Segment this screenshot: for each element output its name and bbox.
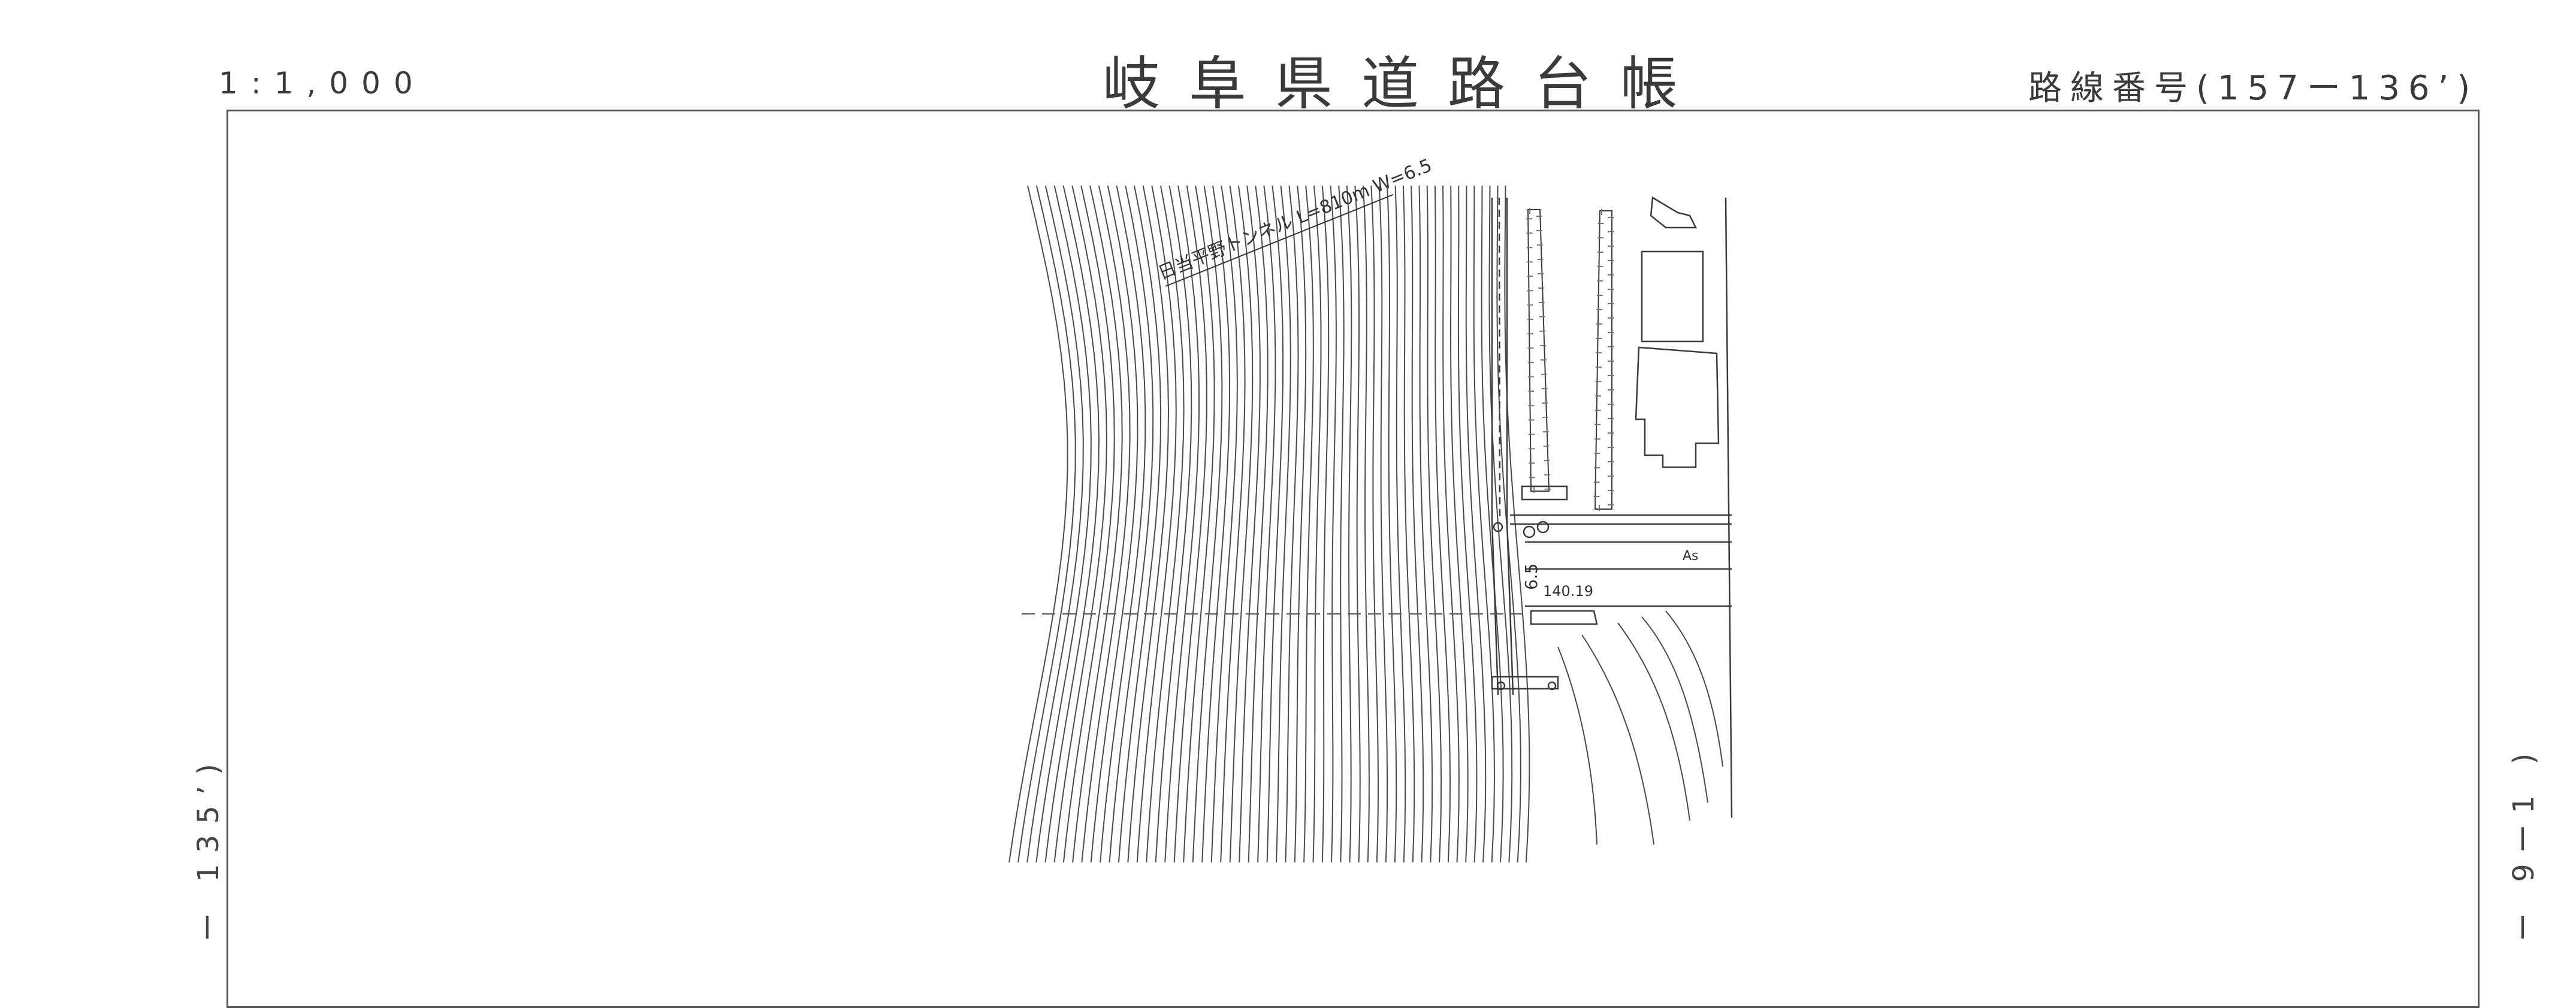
- surface-label: As: [1683, 549, 1699, 564]
- road-centerline: [1498, 197, 1501, 522]
- map-scale: 1:1,000: [219, 66, 426, 101]
- contour-line: [1035, 185, 1092, 863]
- contour-line: [1210, 185, 1238, 863]
- contour-line: [1665, 610, 1723, 767]
- contour-line: [1338, 185, 1345, 863]
- vegetation-strip-outer: [1593, 209, 1614, 511]
- contour-line: [1442, 185, 1460, 863]
- contour-line: [1118, 185, 1162, 863]
- tunnel-label-underline: [1165, 194, 1394, 287]
- contour-line: [1017, 185, 1076, 863]
- road-width-label: 6.5: [1521, 563, 1541, 590]
- contour-line: [1457, 185, 1478, 863]
- contour-line: [1090, 185, 1138, 863]
- contour-line: [1481, 185, 1504, 863]
- contour-line: [1239, 185, 1261, 863]
- contour-line: [1557, 646, 1597, 845]
- contour-line: [1387, 185, 1397, 863]
- contour-line: [1303, 185, 1314, 863]
- contour-line: [1449, 185, 1469, 863]
- contour-line: [1026, 185, 1084, 863]
- contour-line: [1346, 185, 1352, 863]
- contour-line: [1411, 185, 1424, 863]
- contour-line: [1146, 185, 1185, 863]
- building-2: [1641, 250, 1704, 343]
- contour-line: [1248, 185, 1269, 863]
- contour-line: [1285, 185, 1299, 863]
- contour-line: [1418, 185, 1433, 863]
- bridge-structures: [1491, 485, 1598, 691]
- contour-line: [1164, 185, 1200, 863]
- contour-line: [1127, 185, 1170, 863]
- contour-line: [1321, 185, 1330, 863]
- contour-line: [1155, 185, 1192, 863]
- contour-line: [1330, 185, 1337, 863]
- contour-line: [1488, 185, 1513, 863]
- contour-line: [1257, 185, 1276, 863]
- contour-line: [1072, 185, 1123, 863]
- vegetation-strip-inner: [1526, 208, 1551, 493]
- route-number: 路線番号(157ー136’): [2028, 69, 2479, 108]
- contour-line: [1008, 185, 1068, 863]
- contour-line: [1641, 616, 1708, 803]
- contour-line: [1100, 185, 1146, 863]
- cross-road: [1510, 197, 1733, 818]
- lower-contour-lines: [1557, 610, 1723, 845]
- contour-line: [1062, 185, 1115, 863]
- contour-line: [1229, 185, 1254, 863]
- contour-line: [1276, 185, 1291, 863]
- contour-line: [1465, 186, 1487, 863]
- road-map-drawing: 日当平野トンネル L=810m W=6.5 6.5 140.19 As: [1008, 155, 1733, 863]
- contour-line: [1473, 185, 1496, 863]
- contour-line: [1581, 634, 1654, 845]
- contour-line: [1426, 185, 1442, 863]
- contour-line: [1266, 185, 1284, 863]
- contour-line: [1434, 185, 1451, 863]
- contour-line: [1201, 185, 1231, 863]
- contour-line: [1109, 185, 1154, 863]
- contour-line: [1220, 185, 1246, 863]
- tunnel-label: 日当平野トンネル L=810m W=6.5: [1155, 155, 1435, 284]
- contour-line: [1294, 185, 1307, 863]
- buildings: [1635, 196, 1720, 468]
- contour-line: [1378, 185, 1388, 863]
- contour-line: [1044, 185, 1100, 863]
- contour-line: [1354, 185, 1361, 863]
- contour-line: [1192, 185, 1223, 863]
- building-1: [1650, 196, 1698, 229]
- contour-line: [1136, 185, 1177, 863]
- road-corridor: [1491, 197, 1514, 695]
- contour-line: [1370, 185, 1379, 863]
- contour-line: [1362, 185, 1370, 863]
- elevation-label: 140.19: [1543, 583, 1593, 600]
- contour-line: [1053, 185, 1107, 863]
- road-edge-west: [1491, 198, 1499, 695]
- contour-line: [1402, 185, 1415, 863]
- contour-line: [1617, 622, 1690, 821]
- page-title: 岐阜県道路台帳: [1103, 50, 1707, 117]
- contour-line: [1183, 185, 1215, 863]
- contour-line: [1312, 185, 1322, 863]
- contour-line: [1173, 185, 1207, 863]
- road-edge-east: [1506, 198, 1514, 695]
- contour-line: [1081, 185, 1131, 863]
- contour-line: [1394, 185, 1406, 863]
- contour-lines: [1008, 185, 1530, 863]
- building-3: [1635, 346, 1720, 468]
